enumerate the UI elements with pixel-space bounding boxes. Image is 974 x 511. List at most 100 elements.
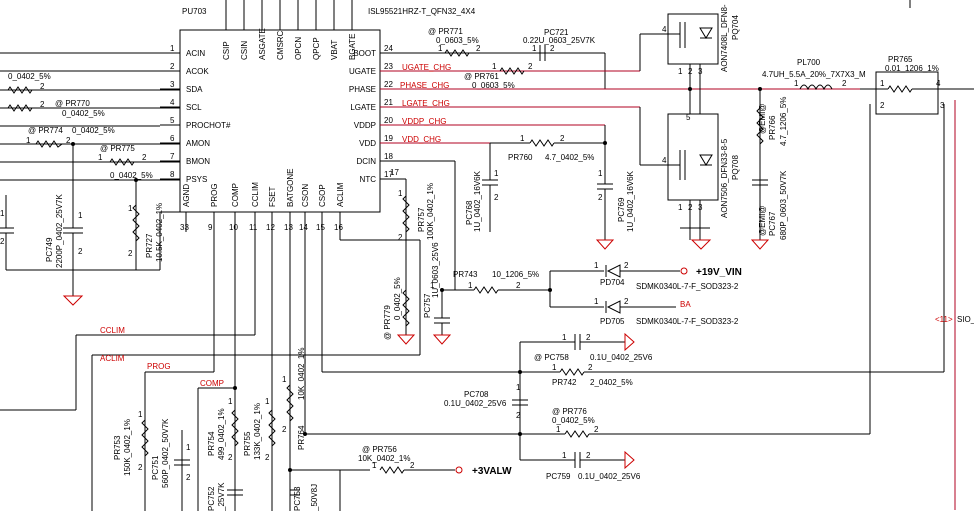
svg-text:1: 1 bbox=[0, 209, 5, 218]
ic-left-pin-no: 5 bbox=[170, 116, 175, 125]
ic-right-pin-label: LGATE bbox=[350, 103, 376, 112]
ic-right-pin-label: VDDP bbox=[354, 121, 376, 130]
ic-bottom-pin-label: CSOP bbox=[318, 184, 327, 207]
gate-drive: @ PR771 0_0603_5% 1 2 PC721 0.22U_0603_2… bbox=[380, 27, 860, 335]
svg-text:1: 1 bbox=[398, 189, 403, 198]
pc749-val: 2200P_0402_25V7K bbox=[55, 193, 64, 268]
pr765-val: 0.01_1206_1% bbox=[885, 64, 939, 73]
svg-text:2: 2 bbox=[516, 281, 521, 290]
pc757-ref: PC757 bbox=[423, 293, 432, 318]
pc758-val: 0.1U_0402_25V6 bbox=[590, 353, 653, 362]
pr755-val: 133K_0402_1% bbox=[253, 403, 262, 460]
svg-text:1: 1 bbox=[594, 297, 599, 306]
ic-bottom-pin-no: 13 bbox=[284, 223, 293, 232]
svg-text:3: 3 bbox=[698, 67, 703, 76]
ic-left-pin-no: 3 bbox=[170, 80, 175, 89]
net-valw: +3VALW bbox=[472, 466, 512, 477]
svg-text:2: 2 bbox=[410, 461, 415, 470]
net-sio-tail: SIO_ bbox=[957, 315, 974, 324]
pc721-val: 0.22U_0603_25V7K bbox=[523, 36, 596, 45]
ic-right-pin-label: BOOT bbox=[353, 49, 376, 58]
svg-text:1: 1 bbox=[678, 67, 683, 76]
svg-text:2: 2 bbox=[528, 62, 533, 71]
ic-left-pin-label: ACOK bbox=[186, 67, 209, 76]
pr775-val: 0_0402_5% bbox=[110, 171, 153, 180]
pl700-val: 4.7UH_5.5A_20%_7X7X3_M bbox=[762, 70, 866, 79]
pr779-val: 0_0402_5% bbox=[393, 277, 402, 320]
svg-text:1: 1 bbox=[438, 44, 443, 53]
ic-right-pin-no: 18 bbox=[384, 152, 393, 161]
res-pr727 bbox=[132, 204, 140, 242]
pr776-val: 0_0402_5% bbox=[552, 416, 595, 425]
pc751-ref: PC751 bbox=[151, 455, 160, 480]
ic-bottom-pin-no: 33 bbox=[180, 223, 189, 232]
svg-text:2: 2 bbox=[128, 249, 133, 258]
svg-text:1: 1 bbox=[430, 281, 435, 290]
ic-right-pin-no: 21 bbox=[384, 98, 393, 107]
ic-left-pin-label: PSYS bbox=[186, 175, 207, 184]
ic-top-pin-label: VBAT bbox=[330, 40, 339, 60]
left-network: 0_0402_5% @ PR770 0_0402_5% 2 2 @ PR774 … bbox=[0, 72, 180, 306]
res-pr775 bbox=[109, 158, 135, 166]
ic-right-pin-label: PHASE bbox=[349, 85, 376, 94]
svg-text:4: 4 bbox=[662, 156, 667, 165]
pr754-ref: PR754 bbox=[207, 431, 216, 456]
svg-text:2: 2 bbox=[282, 425, 287, 434]
net-vdd: VDD_CHG bbox=[402, 135, 441, 144]
output-stage: PR766 4.7_1206_5% @EMI@ PC767 680P_0603_… bbox=[750, 0, 974, 510]
pc767-val: 680P_0603_50V7K bbox=[779, 170, 788, 240]
ic-left-pin-no: 4 bbox=[170, 98, 175, 107]
svg-text:2: 2 bbox=[842, 79, 847, 88]
ic-right-pin-no: 17 bbox=[384, 170, 393, 179]
res-pr742 bbox=[559, 368, 585, 376]
ic-left-pin-label: SCL bbox=[186, 103, 202, 112]
ic-part: ISL95521HRZ-T_QFN32_4X4 bbox=[368, 7, 476, 16]
gnd-pq708 bbox=[690, 239, 712, 250]
pc753-val: _50V8J bbox=[310, 484, 319, 511]
svg-text:1: 1 bbox=[98, 153, 103, 162]
pc768-ref: PC768 bbox=[465, 200, 474, 225]
svg-text:1: 1 bbox=[516, 383, 521, 392]
ic-left-pin-label: AMON bbox=[186, 139, 210, 148]
svg-text:5: 5 bbox=[686, 113, 691, 122]
dcin-section: PR743 10_1206_5% 1 2 +19V_VIN PD704 SDMK… bbox=[383, 242, 742, 345]
svg-text:1: 1 bbox=[556, 425, 561, 434]
pr779-ref: @ PR779 bbox=[383, 305, 392, 340]
svg-text:2: 2 bbox=[586, 333, 591, 342]
svg-text:2: 2 bbox=[594, 425, 599, 434]
res-pr755 bbox=[268, 409, 276, 447]
ic-top-pin-label: ASGATE bbox=[258, 28, 267, 60]
net-vin: +19V_VIN bbox=[696, 267, 742, 278]
svg-text:17: 17 bbox=[390, 168, 399, 177]
ic-bottom-pin-no: 11 bbox=[249, 223, 258, 232]
svg-text:1: 1 bbox=[138, 410, 143, 419]
sense-network: PR742 2_0402_5% 1 2 @ PC758 0.1U_0402_25… bbox=[271, 212, 944, 511]
svg-text:1: 1 bbox=[494, 169, 499, 178]
res-pr771 bbox=[444, 49, 470, 57]
pr760-val: 4.7_0402_5% bbox=[545, 153, 594, 162]
svg-text:2: 2 bbox=[66, 136, 71, 145]
res-pr774 bbox=[35, 140, 63, 148]
pr764-val: 10K_0402_1% bbox=[297, 348, 306, 401]
svg-text:2: 2 bbox=[624, 297, 629, 306]
svg-text:1: 1 bbox=[552, 363, 557, 372]
gnd-pc758 bbox=[624, 332, 635, 352]
ic-left-pin-no: 6 bbox=[170, 134, 175, 143]
pr774-val: 0_0402_5% bbox=[72, 126, 115, 135]
net-ugate: UGATE_CHG bbox=[402, 63, 451, 72]
svg-text:2: 2 bbox=[138, 463, 143, 472]
ic-bottom-pin-no: 14 bbox=[299, 223, 308, 232]
gnd-pr779 bbox=[396, 334, 416, 345]
limit-network: CCLIM ACLIM PROG PR753 150K_0402_1% 1 2 … bbox=[0, 212, 421, 511]
ic-ref: PU703 bbox=[182, 7, 207, 16]
ic-bottom-pin-label: PROG bbox=[210, 183, 219, 207]
ic-right-pin-label: VDD bbox=[359, 139, 376, 148]
pc721-ref: PC721 bbox=[544, 28, 569, 37]
ic-top-pin-label: CSIN bbox=[240, 41, 249, 60]
pc751-val: 560P_0402_50V7K bbox=[161, 418, 170, 488]
svg-text:1: 1 bbox=[228, 397, 233, 406]
mosfet-pq704: 4 1 2 3 AON7408L_DFN8- PQ704 bbox=[662, 4, 740, 89]
ic-bottom-pin-no: 10 bbox=[229, 223, 238, 232]
ic-bottom-pin-no: 15 bbox=[316, 223, 325, 232]
ic-top-pin-label: CSIP bbox=[222, 41, 231, 60]
